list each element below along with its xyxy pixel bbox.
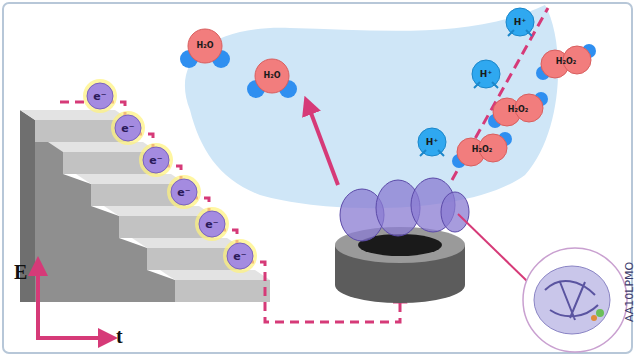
node-text: H₂O bbox=[264, 72, 281, 80]
protein-inset bbox=[523, 248, 627, 352]
molecule: H₂O bbox=[179, 27, 231, 69]
axis-label: t bbox=[116, 326, 123, 346]
node-text: H₂O₂ bbox=[556, 58, 577, 66]
proton: H⁺ bbox=[470, 58, 502, 90]
protein-name: AA10LPMO bbox=[624, 262, 635, 322]
electron: e⁻ bbox=[195, 207, 229, 241]
proton: H⁺ bbox=[504, 6, 536, 38]
staircase bbox=[20, 110, 270, 302]
axis-label: E bbox=[14, 262, 27, 282]
molecule: H₂O₂ bbox=[451, 130, 513, 170]
reaction-dashed-line bbox=[452, 8, 548, 180]
node-text: H⁺ bbox=[480, 70, 492, 79]
time-axis bbox=[36, 336, 108, 340]
electron: e⁻ bbox=[83, 79, 117, 113]
node-text: e⁻ bbox=[205, 219, 218, 230]
node-text: H₂O₂ bbox=[508, 106, 529, 114]
electron: e⁻ bbox=[139, 143, 173, 177]
molecule: H₂O₂ bbox=[487, 90, 549, 130]
solution-blob bbox=[185, 5, 558, 208]
reaction-arrow bbox=[308, 105, 338, 185]
zoom-line bbox=[458, 214, 528, 282]
node-text: e⁻ bbox=[233, 251, 246, 262]
node-text: H⁺ bbox=[426, 138, 438, 147]
energy-axis bbox=[36, 266, 40, 340]
frame bbox=[3, 3, 632, 353]
node-text: e⁻ bbox=[93, 91, 106, 102]
node-text: e⁻ bbox=[149, 155, 162, 166]
proton: H⁺ bbox=[416, 126, 448, 158]
node-text: e⁻ bbox=[121, 123, 134, 134]
molecule: H₂O₂ bbox=[535, 42, 597, 82]
electron: e⁻ bbox=[167, 175, 201, 209]
electron: e⁻ bbox=[111, 111, 145, 145]
node-text: H₂O₂ bbox=[472, 146, 493, 154]
node-text: H⁺ bbox=[514, 18, 526, 27]
protein-layer bbox=[340, 178, 469, 241]
molecule: H₂O bbox=[246, 57, 298, 99]
node-text: e⁻ bbox=[177, 187, 190, 198]
node-text: H₂O bbox=[197, 42, 214, 50]
electron: e⁻ bbox=[223, 239, 257, 273]
